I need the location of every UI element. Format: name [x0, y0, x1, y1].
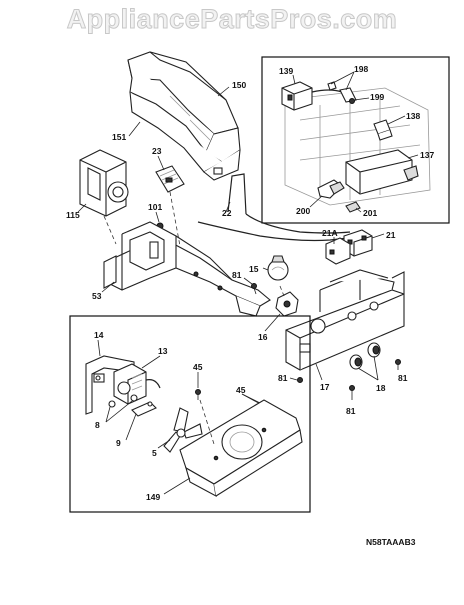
callout-81-right: 81 — [398, 373, 408, 383]
callout-16: 16 — [258, 332, 268, 342]
callout-14: 14 — [94, 330, 104, 340]
part-149-shroud — [179, 399, 303, 498]
part-22-wire — [197, 173, 351, 242]
watermark-logo: AppliancePartsPros.com — [66, 4, 398, 35]
part-8-grommets — [108, 394, 138, 408]
part-201-pad — [345, 201, 361, 213]
callout-21: 21 — [386, 230, 396, 240]
part-16-lamp-socket — [275, 291, 299, 317]
callout-115: 115 — [66, 210, 80, 220]
part-81-screw-upper — [251, 283, 257, 295]
callout-21a: 21A — [322, 228, 338, 238]
part-18-knobs — [349, 342, 381, 370]
inset-ghost-housing — [284, 87, 431, 206]
callout-101: 101 — [148, 202, 162, 212]
callout-149: 149 — [146, 492, 160, 502]
callout-8: 8 — [95, 420, 100, 430]
callout-17: 17 — [320, 382, 330, 392]
callout-22: 22 — [222, 208, 232, 218]
part-53-frame — [103, 221, 271, 317]
part-45-screw-upper — [195, 389, 201, 400]
part-200-lever — [317, 179, 345, 199]
part-150-151-duct — [127, 51, 241, 181]
callout-81-left: 81 — [278, 373, 288, 383]
part-21a-switch — [325, 237, 351, 265]
part-5-fan-blade — [163, 407, 203, 453]
part-9-mount — [131, 401, 157, 417]
part-23-control-board — [155, 165, 185, 193]
callout-23: 23 — [152, 146, 162, 156]
callout-198: 198 — [354, 64, 368, 74]
callout-18: 18 — [376, 383, 386, 393]
callout-15: 15 — [249, 264, 259, 274]
part-15-light-bulb — [267, 255, 289, 281]
part-81-screws-lower — [297, 359, 401, 400]
callout-81-bottom: 81 — [346, 406, 356, 416]
callout-137: 137 — [420, 150, 434, 160]
lower-inset-frame — [69, 315, 311, 513]
part-115-control-box — [79, 149, 129, 217]
callout-13: 13 — [158, 346, 168, 356]
callout-5: 5 — [152, 448, 157, 458]
part-138-clip — [373, 119, 393, 141]
callout-53: 53 — [92, 291, 102, 301]
part-137-bracket — [345, 149, 419, 195]
callout-200: 200 — [296, 206, 310, 216]
inset-frame — [261, 56, 450, 224]
callout-45-upper: 45 — [193, 362, 203, 372]
callout-labels: 150 151 23 115 101 22 53 15 81 16 21A 21… — [66, 64, 434, 502]
callout-81-upper: 81 — [232, 270, 242, 280]
diagram-code: N58TAAAB3 — [366, 537, 416, 547]
callout-199: 199 — [370, 92, 384, 102]
callout-201: 201 — [363, 208, 377, 218]
part-198-199-harness — [311, 81, 357, 104]
part-17-housing — [285, 269, 405, 371]
callout-9: 9 — [116, 438, 121, 448]
part-139-switch — [281, 81, 313, 111]
callout-138: 138 — [406, 111, 420, 121]
part-13-motor — [113, 363, 161, 405]
callout-45-lower: 45 — [236, 385, 246, 395]
part-14-bracket — [85, 355, 135, 415]
callout-150: 150 — [232, 80, 246, 90]
callout-139: 139 — [279, 66, 293, 76]
callout-151: 151 — [112, 132, 126, 142]
